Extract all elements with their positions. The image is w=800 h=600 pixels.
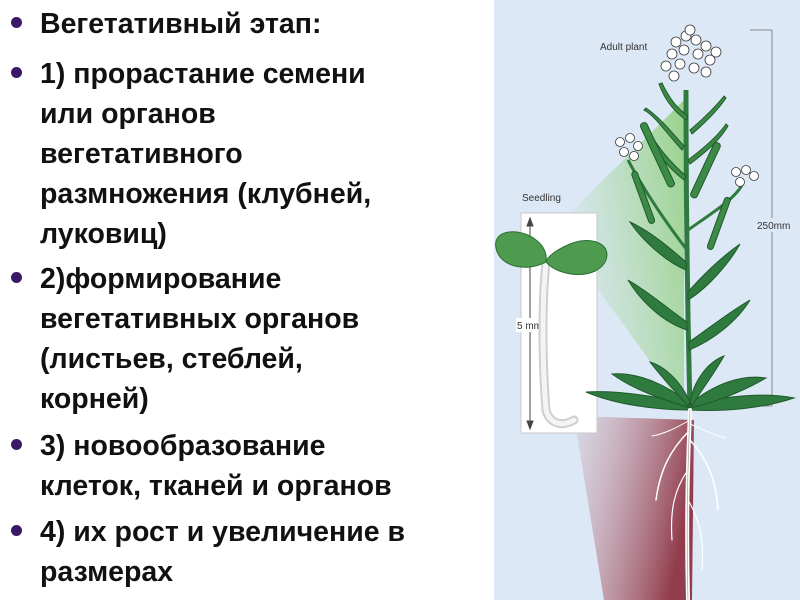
bullet-dot-icon	[11, 272, 22, 283]
bullet-line: вегетативного	[40, 138, 243, 170]
bullet-line: 3) новообразование	[40, 430, 326, 462]
green-projection-wedge	[569, 100, 684, 408]
bullet-line: 4) их рост и увеличение в	[40, 516, 406, 548]
slide-text-panel: Вегетативный этап: 1) прорастание семени…	[11, 4, 488, 592]
bullet-line: или органов	[40, 98, 216, 130]
adult-plant-label: Adult plant	[600, 42, 647, 53]
bullet-line: 2)формирование	[40, 263, 282, 295]
bullet-dot-icon	[11, 525, 22, 536]
adult-size-label: 250mm	[757, 221, 790, 232]
bullet-item: 4) их рост и увеличение в размерах	[11, 512, 488, 592]
bullet-line: Вегетативный этап:	[40, 8, 322, 40]
seedling-size-label: 5 mm	[517, 321, 542, 332]
bullet-dot-icon	[11, 439, 22, 450]
bullet-line: вегетативных органов	[40, 303, 360, 335]
plant-illustration: 5 mm Seedling Adult plant 250mm	[494, 0, 800, 600]
bullet-dot-icon	[11, 17, 22, 28]
bullet-dot-icon	[11, 67, 22, 78]
bullet-line: луковиц)	[40, 218, 167, 250]
plant-diagram: 5 mm Seedling Adult plant 250mm	[495, 24, 796, 600]
bullet-line: размерах	[40, 556, 174, 588]
bullet-item: 1) прорастание семени или органов вегета…	[11, 54, 488, 254]
bullet-line: (листьев, стеблей,	[40, 343, 303, 375]
bullet-line: 1) прорастание семени	[40, 58, 366, 90]
bullet-line: корней)	[40, 383, 149, 415]
seedling-label: Seedling	[522, 193, 561, 204]
seedling-plant	[495, 231, 608, 429]
bullet-item: 3) новообразование клеток, тканей и орга…	[11, 426, 488, 506]
adult-plant	[585, 24, 796, 600]
bullet-item: Вегетативный этап:	[11, 4, 488, 44]
bullet-line: клеток, тканей и органов	[40, 470, 392, 502]
bullet-item: 2)формирование вегетативных органов (лис…	[11, 259, 488, 419]
root-projection-wedge	[574, 416, 694, 600]
bullet-line: размножения (клубней,	[40, 178, 372, 210]
